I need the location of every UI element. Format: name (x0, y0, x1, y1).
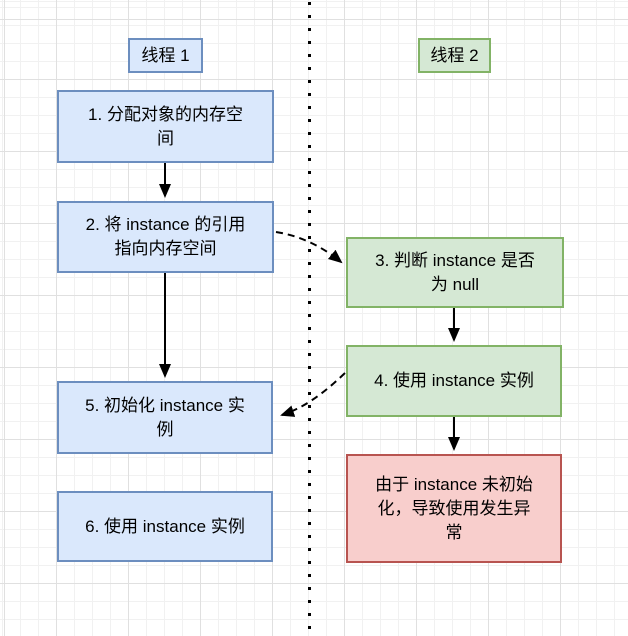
dashed-arrow-step4-to-step5 (280, 372, 346, 417)
thread2-label-text: 线程 2 (430, 45, 479, 65)
thread2-lane-label: 线程 2 (418, 38, 491, 73)
step2-node: 2. 将 instance 的引用 指向内存空间 (57, 201, 274, 273)
step6-node: 6. 使用 instance 实例 (57, 491, 273, 562)
step5-node: 5. 初始化 instance 实 例 (57, 381, 273, 454)
step2-label: 2. 将 instance 的引用 指向内存空间 (85, 215, 246, 258)
step5-label: 5. 初始化 instance 实 例 (85, 395, 245, 439)
step3-label: 3. 判断 instance 是否 为 null (375, 250, 535, 294)
error-node: 由于 instance 未初始 化，导致使用发生异 常 (346, 454, 562, 563)
step6-label: 6. 使用 instance 实例 (85, 516, 245, 536)
step3-node: 3. 判断 instance 是否 为 null (346, 237, 564, 308)
thread-divider-dotted-line (308, 2, 311, 634)
step1-node: 1. 分配对象的内存空 间 (57, 90, 274, 163)
thread1-label-text: 线程 1 (141, 45, 190, 65)
step4-node: 4. 使用 instance 实例 (346, 345, 562, 417)
error-label: 由于 instance 未初始 化，导致使用发生异 常 (375, 474, 533, 542)
thread1-lane-label: 线程 1 (128, 38, 203, 73)
step1-label: 1. 分配对象的内存空 间 (88, 104, 243, 148)
step4-label: 4. 使用 instance 实例 (374, 371, 534, 390)
